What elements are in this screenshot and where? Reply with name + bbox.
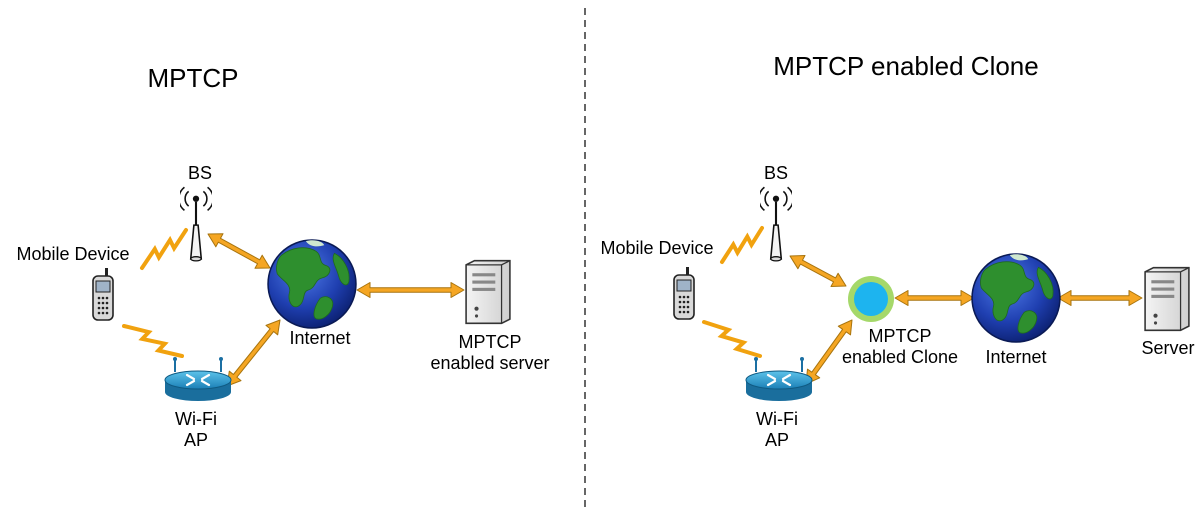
left-bs-label: BS xyxy=(187,163,213,183)
left-server-label-line2: enabled server xyxy=(430,353,550,373)
left-wifi-label-line2: AP xyxy=(183,430,209,450)
right-clone-label-line1: MPTCP xyxy=(868,326,932,346)
right-antenna-tower-icon xyxy=(760,186,792,262)
right-server-icon xyxy=(1144,266,1190,332)
right-arrow-wifi-clone xyxy=(805,319,853,385)
right-wifi-label-line1: Wi-Fi xyxy=(756,409,798,429)
right-lightning-phone-bs xyxy=(720,226,764,264)
left-server-label-line1: MPTCP xyxy=(458,332,522,352)
right-panel-title: MPTCP enabled Clone xyxy=(773,51,1039,81)
left-arrow-wifi-internet xyxy=(226,319,281,387)
right-internet-label: Internet xyxy=(985,347,1047,367)
left-mobile-phone-icon xyxy=(92,267,114,321)
left-wifi-label-line1: Wi-Fi xyxy=(175,409,217,429)
right-lightning-phone-wifi xyxy=(702,320,762,358)
left-globe-icon xyxy=(267,239,357,329)
left-lightning-phone-bs xyxy=(140,228,188,270)
right-clone-label-line2: enabled Clone xyxy=(841,347,959,367)
right-wifi-router-icon xyxy=(744,356,814,402)
right-arrow-internet-server xyxy=(1057,290,1143,306)
right-bs-label: BS xyxy=(763,163,789,183)
right-wifi-label-line2: AP xyxy=(764,430,790,450)
left-wifi-router-icon xyxy=(163,356,233,402)
left-server-icon xyxy=(465,259,511,325)
right-globe-icon xyxy=(971,253,1061,343)
left-arrow-bs-internet xyxy=(207,233,271,269)
right-mobile-phone-icon xyxy=(673,266,695,320)
left-antenna-tower-icon xyxy=(180,186,212,262)
left-arrow-internet-server xyxy=(356,282,465,298)
left-lightning-phone-wifi xyxy=(122,324,184,358)
right-clone-node-icon xyxy=(854,282,888,316)
right-mobile-device-label: Mobile Device xyxy=(600,238,714,258)
right-arrow-clone-internet xyxy=(894,290,975,306)
right-server-label: Server xyxy=(1141,338,1195,358)
right-arrow-bs-clone xyxy=(789,255,847,287)
left-internet-label: Internet xyxy=(289,328,351,348)
left-panel-title: MPTCP xyxy=(147,63,239,93)
left-mobile-device-label: Mobile Device xyxy=(16,244,130,264)
